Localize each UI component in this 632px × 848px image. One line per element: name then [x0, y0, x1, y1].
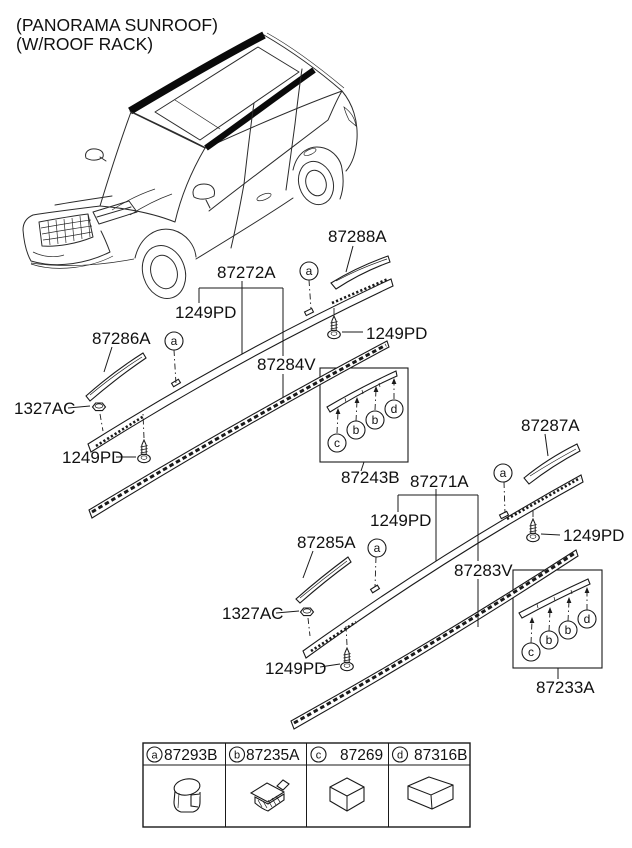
label-rear-molding[interactable]: 87283V: [454, 561, 513, 580]
legend-cell-b[interactable]: b 87235A: [228, 746, 301, 764]
label-rear-end-cap[interactable]: 87287A: [521, 416, 580, 435]
callout-d: [384, 399, 404, 419]
svg-text:b: b: [372, 413, 379, 427]
callout-a: [164, 331, 184, 351]
clip-kit-box-front: c b b d 87243B: [319, 367, 409, 487]
svg-text:b: b: [565, 623, 572, 637]
svg-text:a: a: [500, 466, 507, 480]
label-rear-rail[interactable]: 87271A: [410, 472, 469, 491]
callout-a: [299, 261, 319, 281]
side-mirror: [192, 183, 215, 209]
label-screw[interactable]: 1249PD: [265, 659, 326, 678]
callout-c: [521, 642, 541, 662]
rear-rail-shape: [302, 474, 584, 659]
svg-text:b: b: [546, 633, 553, 647]
label-screw[interactable]: 1249PD: [563, 526, 624, 545]
svg-text:a: a: [374, 541, 381, 555]
callout-b: [558, 620, 578, 640]
front-end-cap-shape: [330, 255, 391, 290]
rear-end-cap-shape: [523, 443, 581, 485]
sunroof-glass: [154, 46, 300, 141]
label-screw[interactable]: 1249PD: [175, 303, 236, 322]
svg-text:d: d: [391, 402, 398, 416]
vehicle-illustration: [22, 31, 358, 299]
roof-rail-assembly-front: a a 87288A 87272A 1249PD 1249PD 87286A 8…: [14, 227, 427, 519]
label-nut[interactable]: 1327AC: [14, 399, 75, 418]
legend-letter-d: [391, 746, 409, 763]
legend-letter-c: [310, 746, 327, 763]
screw-icon: [340, 647, 354, 672]
svg-text:d: d: [397, 749, 403, 761]
nut-icon: [299, 607, 315, 617]
callout-a: [493, 463, 513, 483]
front-rail-shape: [87, 278, 394, 453]
grommet-clip-icon: [173, 778, 201, 813]
legend-part-c: 87269: [340, 747, 383, 764]
legend-cell-a[interactable]: a 87293B: [146, 746, 217, 764]
label-front-end-cap[interactable]: 87288A: [328, 227, 387, 246]
rear-molding-shape: [290, 549, 579, 730]
clip-strip-front: [326, 370, 398, 413]
svg-text:a: a: [306, 264, 313, 278]
title-line-1: (PANORAMA SUNROOF): [16, 15, 218, 35]
label-screw[interactable]: 1249PD: [62, 448, 123, 467]
svg-text:c: c: [316, 749, 322, 761]
screw-icon: [327, 315, 341, 340]
grille: [38, 213, 94, 247]
svg-text:a: a: [151, 749, 158, 761]
callout-d: [577, 609, 597, 629]
roof-rail-stripe-right: [204, 67, 316, 151]
svg-text:b: b: [353, 423, 360, 437]
legend-part-d: 87316B: [414, 747, 467, 764]
label-rear-garnish[interactable]: 87285A: [297, 533, 356, 552]
callout-b: [539, 630, 559, 650]
screw-icon: [526, 518, 540, 543]
pad-block-icon: [407, 776, 454, 810]
svg-text:c: c: [334, 436, 340, 450]
svg-text:b: b: [234, 749, 240, 761]
front-molding-shape: [88, 340, 390, 519]
diagram-title: (PANORAMA SUNROOF) (W/ROOF RACK): [16, 15, 218, 54]
roof-rail-assembly-rear: a a 87271A 87287A 1249PD 87285A 87283V 1…: [222, 416, 624, 730]
callout-b: [365, 410, 385, 430]
callout-a: [367, 538, 387, 558]
legend-cell-c[interactable]: c 87269: [310, 746, 383, 764]
roof-rail-stripe-left: [128, 31, 266, 115]
legend-cell-d[interactable]: d 87316B: [391, 746, 468, 764]
headlight: [92, 200, 138, 225]
label-front-garnish[interactable]: 87286A: [92, 329, 151, 348]
retainer-clip-icon: [249, 779, 290, 812]
svg-text:c: c: [528, 645, 534, 659]
nut-icon: [91, 402, 107, 412]
legend-table: a 87293B b 87235A c 87269 d 87316B: [142, 742, 471, 828]
svg-text:a: a: [171, 334, 178, 348]
screw-icon: [137, 439, 151, 464]
label-screw[interactable]: 1249PD: [366, 324, 427, 343]
legend-letter-a: [146, 746, 163, 763]
svg-text:d: d: [584, 612, 591, 626]
front-wheel: [141, 245, 187, 299]
legend-part-b: 87235A: [246, 747, 300, 764]
callout-c: [327, 433, 347, 453]
pad-cube-icon: [329, 777, 365, 812]
label-front-molding[interactable]: 87284V: [257, 355, 316, 374]
label-screw[interactable]: 1249PD: [370, 511, 431, 530]
legend-letter-b: [228, 746, 246, 763]
clip-kit-box-rear: c b b d 87233A: [512, 569, 603, 697]
label-rear-clip-kit[interactable]: 87233A: [536, 678, 595, 697]
label-nut[interactable]: 1327AC: [222, 604, 283, 623]
front-garnish-shape: [85, 352, 147, 402]
callout-b: [346, 420, 366, 440]
rear-wheel: [297, 160, 335, 206]
title-line-2: (W/ROOF RACK): [16, 34, 153, 54]
legend-part-a: 87293B: [164, 747, 217, 764]
label-front-rail[interactable]: 87272A: [217, 263, 276, 282]
label-front-clip-kit[interactable]: 87243B: [341, 468, 400, 487]
